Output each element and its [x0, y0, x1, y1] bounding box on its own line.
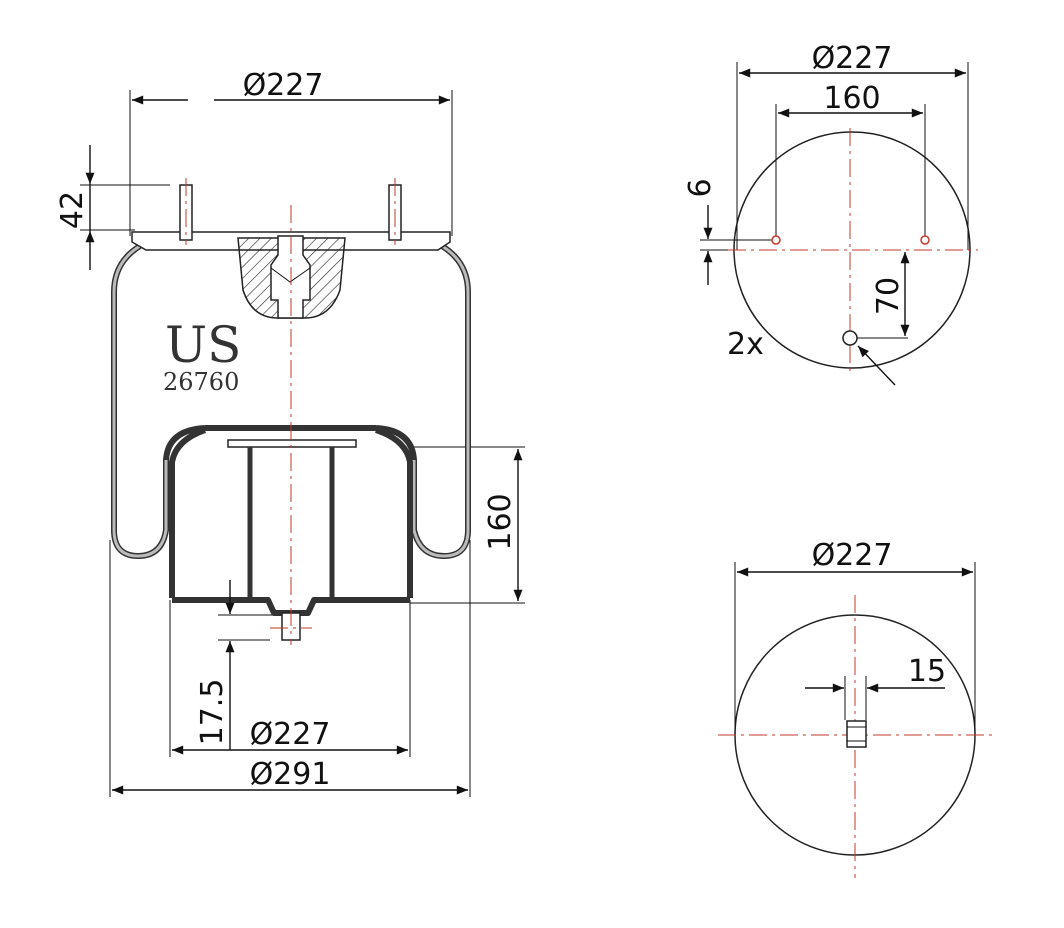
bottom-view: Ø227 15	[718, 538, 992, 878]
bottom-stud-section	[846, 720, 867, 748]
air-inlet-hole	[842, 330, 858, 346]
top-view: Ø227 160 6 70 2x	[683, 41, 978, 386]
dim-top-diameter: Ø227	[243, 68, 324, 103]
dim-stud-offset: 6	[683, 178, 718, 197]
dim-piston-diameter: Ø227	[250, 717, 331, 752]
part-number: 26760	[163, 368, 239, 396]
dim-inlet-offset: 70	[871, 277, 906, 315]
stud-hole-right	[920, 235, 930, 245]
dim-stud-height: 42	[55, 191, 90, 229]
brand-logo: US	[165, 316, 241, 374]
side-view: US 26760 Ø227 42 160 17.5 Ø227 Ø291	[55, 68, 525, 797]
dim-max-diameter: Ø291	[250, 757, 331, 792]
dim-stud-spacing: 160	[823, 81, 880, 116]
dim-stud-width: 15	[908, 654, 946, 689]
dim-top-view-diameter: Ø227	[812, 41, 893, 76]
stud-hole-left	[771, 235, 781, 245]
stud-count-label: 2x	[727, 327, 764, 362]
dim-bottom-offset: 17.5	[195, 679, 230, 746]
dim-piston-height: 160	[483, 493, 518, 550]
dim-bottom-view-diameter: Ø227	[812, 538, 893, 573]
